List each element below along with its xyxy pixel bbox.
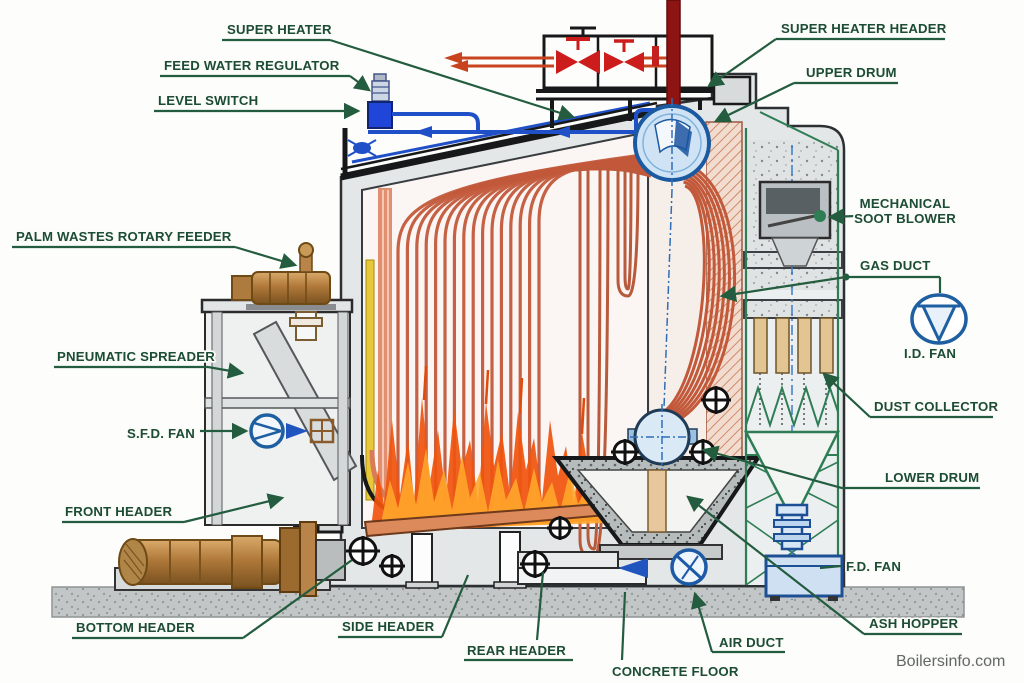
steam-piping xyxy=(444,0,681,115)
sfd-fan-icon xyxy=(249,413,285,449)
watermark: Boilersinfo.com xyxy=(896,653,1005,670)
sfd-fan xyxy=(249,413,335,449)
steam-valve-icon xyxy=(604,52,624,72)
feeder-valve xyxy=(298,242,314,258)
label-dust-collector: DUST COLLECTOR xyxy=(874,399,998,414)
lower-drum xyxy=(627,404,698,470)
feed-flow-arrow xyxy=(414,126,432,138)
label-feed-water-regulator: FEED WATER REGULATOR xyxy=(164,58,340,73)
leader-lines xyxy=(12,37,993,662)
label-concrete-floor: CONCRETE FLOOR xyxy=(612,664,739,679)
support-pillars xyxy=(405,531,527,589)
label-sfd-fan: S.F.D. FAN xyxy=(127,426,195,441)
rotary-feeder xyxy=(231,242,336,310)
insulation-strip xyxy=(365,259,375,501)
fuel-burner xyxy=(114,521,346,597)
mechanical-soot-blower xyxy=(758,180,832,267)
air-flow-arrow xyxy=(618,558,648,578)
label-upper-drum: UPPER DRUM xyxy=(806,65,897,80)
label-ash-hopper: ASH HOPPER xyxy=(869,616,958,631)
label-level-switch: LEVEL SWITCH xyxy=(158,93,258,108)
label-lower-drum: LOWER DRUM xyxy=(885,470,979,485)
id-fan xyxy=(910,293,968,345)
convection-tube-bank xyxy=(663,160,736,426)
label-mechanical-soot-blower-line2: SOOT BLOWER xyxy=(854,211,956,226)
fuel-feed-structure xyxy=(200,298,358,526)
label-palm-wastes-rotary-feeder: PALM WASTES ROTARY FEEDER xyxy=(16,229,232,244)
label-side-header: SIDE HEADER xyxy=(342,619,435,634)
sfd-air-arrow xyxy=(286,423,308,439)
label-pneumatic-spreader: PNEUMATIC SPREADER xyxy=(57,349,215,364)
label-super-heater-header: SUPER HEATER HEADER xyxy=(781,21,947,36)
steam-flow-arrow xyxy=(444,52,462,64)
water-tube-bank xyxy=(396,153,652,507)
feed-flow-arrow xyxy=(552,126,570,138)
label-bottom-header: BOTTOM HEADER xyxy=(76,620,195,635)
label-mechanical-soot-blower-line1: MECHANICAL xyxy=(860,196,951,211)
upper-drum xyxy=(633,98,711,409)
level-switch-body xyxy=(367,101,393,129)
fd-fan-assembly xyxy=(764,503,844,601)
label-gas-duct: GAS DUCT xyxy=(860,258,930,273)
label-fd-fan: F.D. FAN xyxy=(846,559,901,574)
main-steam-pipe xyxy=(666,0,681,115)
labels: SUPER HEATER FEED WATER REGULATOR LEVEL … xyxy=(14,19,1007,681)
label-air-duct: AIR DUCT xyxy=(719,635,784,650)
ash-hopper xyxy=(551,456,762,560)
dust-collector xyxy=(743,317,841,510)
label-front-header: FRONT HEADER xyxy=(65,504,172,519)
feed-water-equipment xyxy=(347,73,654,157)
label-id-fan: I.D. FAN xyxy=(904,346,956,361)
superheater-header xyxy=(712,75,752,106)
label-super-heater: SUPER HEATER xyxy=(227,22,332,37)
label-rear-header: REAR HEADER xyxy=(467,643,566,658)
steam-flow-arrow xyxy=(450,60,468,72)
steam-valve-icon xyxy=(556,50,578,74)
